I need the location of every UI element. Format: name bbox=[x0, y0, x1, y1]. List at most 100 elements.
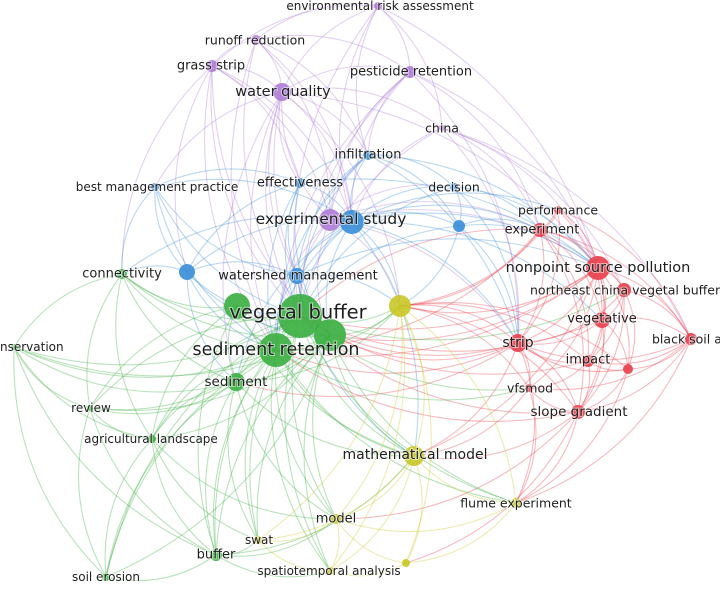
label-review[interactable]: review bbox=[70, 400, 112, 416]
link-china-to-vegetal-buffer bbox=[299, 127, 443, 317]
node-strip[interactable] bbox=[509, 334, 527, 352]
link-sediment-retention-to-buffer bbox=[212, 349, 277, 556]
node-runoff-reduction[interactable] bbox=[251, 35, 261, 45]
link-pesticide-retention-to-nonpoint-source-pollution bbox=[409, 71, 599, 269]
link-buffer-to-model bbox=[215, 518, 337, 557]
node-decision[interactable] bbox=[450, 183, 458, 191]
node-purple-hub[interactable] bbox=[319, 209, 341, 231]
node-spatiotemporal-analysis[interactable] bbox=[326, 567, 334, 575]
label-water-quality[interactable]: water quality bbox=[234, 83, 332, 101]
label-effectiveness[interactable]: effectiveness bbox=[256, 175, 345, 192]
label-flume-experiment[interactable]: flume experiment bbox=[459, 495, 573, 512]
label-best-management-practice[interactable]: best management practice bbox=[75, 179, 240, 195]
label-watershed-management[interactable]: watershed management bbox=[217, 268, 379, 285]
label-pesticide-retention[interactable]: pesticide retention bbox=[349, 64, 473, 81]
label-nonpoint-source-pollution[interactable]: nonpoint source pollution bbox=[505, 259, 692, 277]
link-environmental-risk-assessment-to-nonpoint-source-pollution bbox=[377, 5, 599, 269]
label-experiment[interactable]: experiment bbox=[504, 222, 581, 239]
label-model[interactable]: model bbox=[315, 511, 357, 528]
link-sediment-retention-to-swat bbox=[244, 349, 277, 541]
link-vegetative-to-strip bbox=[517, 319, 603, 345]
node-yellow-hub[interactable] bbox=[389, 295, 411, 317]
node-water-quality[interactable] bbox=[273, 83, 291, 101]
node-green-hub[interactable] bbox=[314, 319, 346, 351]
link-slope-gradient-to-flume-experiment bbox=[515, 411, 579, 504]
node-agricultural-landscape[interactable] bbox=[148, 435, 156, 443]
node-blue-left[interactable] bbox=[179, 264, 195, 280]
node-model[interactable] bbox=[331, 514, 341, 524]
node-blue-right[interactable] bbox=[453, 220, 465, 232]
label-impact[interactable]: impact bbox=[565, 352, 612, 369]
link-yellow-hub-to-swat bbox=[257, 305, 401, 541]
node-connectivity[interactable] bbox=[117, 269, 127, 279]
node-nonpoint-source-pollution[interactable] bbox=[586, 256, 610, 280]
node-experimental-study[interactable] bbox=[340, 210, 364, 234]
label-runoff-reduction[interactable]: runoff reduction bbox=[204, 32, 306, 49]
label-sediment[interactable]: sediment bbox=[204, 373, 269, 391]
label-infiltration[interactable]: infiltration bbox=[334, 147, 403, 164]
label-experimental-study[interactable]: experimental study bbox=[255, 209, 408, 229]
link-runoff-reduction-to-experimental-study bbox=[255, 39, 353, 223]
node-performance[interactable] bbox=[554, 206, 562, 214]
node-best-management-practice[interactable] bbox=[151, 183, 159, 191]
node-green-upper[interactable] bbox=[224, 293, 250, 319]
node-yellow-right[interactable] bbox=[402, 559, 410, 567]
label-agricultural-landscape[interactable]: agricultural landscape bbox=[83, 431, 219, 447]
label-soil-conservation[interactable]: nservation bbox=[0, 339, 65, 355]
link-green-upper-to-agricultural-landscape bbox=[151, 305, 238, 440]
node-pesticide-retention[interactable] bbox=[404, 66, 416, 78]
label-northeast-china-vegetal-buffer[interactable]: northeast china vegetal buffer bbox=[529, 282, 720, 299]
link-vegetal-buffer-to-model bbox=[291, 315, 337, 520]
node-watershed-management[interactable] bbox=[289, 268, 305, 284]
link-connectivity-to-soil-conservation bbox=[13, 273, 123, 348]
node-china[interactable] bbox=[439, 125, 445, 131]
link-green-upper-to-mathematical-model bbox=[236, 305, 415, 457]
node-vegetative[interactable] bbox=[594, 312, 610, 328]
node-vfsmod[interactable] bbox=[525, 384, 533, 392]
label-mathematical-model[interactable]: mathematical model bbox=[342, 446, 489, 464]
link-blue-right-to-yellow-hub bbox=[399, 225, 460, 307]
link-sediment-retention-to-flume-experiment bbox=[275, 349, 517, 504]
label-environmental-risk-assessment[interactable]: environmental risk assessment bbox=[285, 0, 475, 14]
node-buffer[interactable] bbox=[210, 549, 222, 561]
link-grass-strip-to-blue-left bbox=[174, 65, 213, 273]
node-impact[interactable] bbox=[582, 355, 594, 367]
label-slope-gradient[interactable]: slope gradient bbox=[529, 403, 628, 421]
node-mathematical-model[interactable] bbox=[404, 446, 424, 466]
label-vegetative[interactable]: vegetative bbox=[566, 311, 637, 328]
node-flume-experiment[interactable] bbox=[511, 498, 521, 508]
node-sediment[interactable] bbox=[227, 373, 245, 391]
label-soil-erosion[interactable]: soil erosion bbox=[71, 569, 141, 585]
label-vfsmod[interactable]: vfsmod bbox=[506, 380, 554, 397]
label-black-soil-area[interactable]: black soil ar bbox=[651, 331, 720, 348]
node-effectiveness[interactable] bbox=[295, 178, 305, 188]
node-soil-erosion[interactable] bbox=[102, 573, 110, 581]
label-performance[interactable]: performance bbox=[517, 202, 599, 219]
link-experimental-study-to-sediment bbox=[235, 221, 353, 383]
label-spatiotemporal-analysis[interactable]: spatiotemporal analysis bbox=[256, 563, 401, 579]
node-northeast-china-vegetal-buffer[interactable] bbox=[617, 283, 631, 297]
node-vegetal-buffer[interactable] bbox=[278, 294, 322, 338]
node-grass-strip[interactable] bbox=[206, 60, 218, 72]
node-black-soil-area[interactable] bbox=[685, 333, 697, 345]
label-swat[interactable]: swat bbox=[244, 532, 274, 548]
label-decision[interactable]: decision bbox=[427, 179, 481, 196]
node-infiltration[interactable] bbox=[363, 150, 373, 160]
link-water-quality-to-vegetal-buffer bbox=[265, 91, 301, 317]
link-nonpoint-source-pollution-to-yellow-hub bbox=[399, 267, 599, 314]
node-review[interactable] bbox=[87, 405, 93, 411]
label-strip[interactable]: strip bbox=[501, 334, 534, 352]
node-experiment[interactable] bbox=[533, 223, 547, 237]
node-red-side[interactable] bbox=[623, 364, 633, 374]
label-sediment-retention[interactable]: sediment retention bbox=[191, 339, 360, 361]
node-sediment-retention[interactable] bbox=[259, 333, 293, 367]
label-buffer[interactable]: buffer bbox=[196, 547, 237, 564]
label-china[interactable]: china bbox=[424, 120, 460, 137]
node-environmental-risk-assessment[interactable] bbox=[374, 2, 382, 10]
node-soil-conservation[interactable] bbox=[11, 344, 17, 350]
node-swat[interactable] bbox=[254, 536, 262, 544]
node-slope-gradient[interactable] bbox=[571, 405, 585, 419]
label-vegetal-buffer[interactable]: vegetal buffer bbox=[228, 300, 368, 325]
label-connectivity[interactable]: connectivity bbox=[81, 266, 163, 283]
label-grass-strip[interactable]: grass strip bbox=[176, 58, 246, 75]
